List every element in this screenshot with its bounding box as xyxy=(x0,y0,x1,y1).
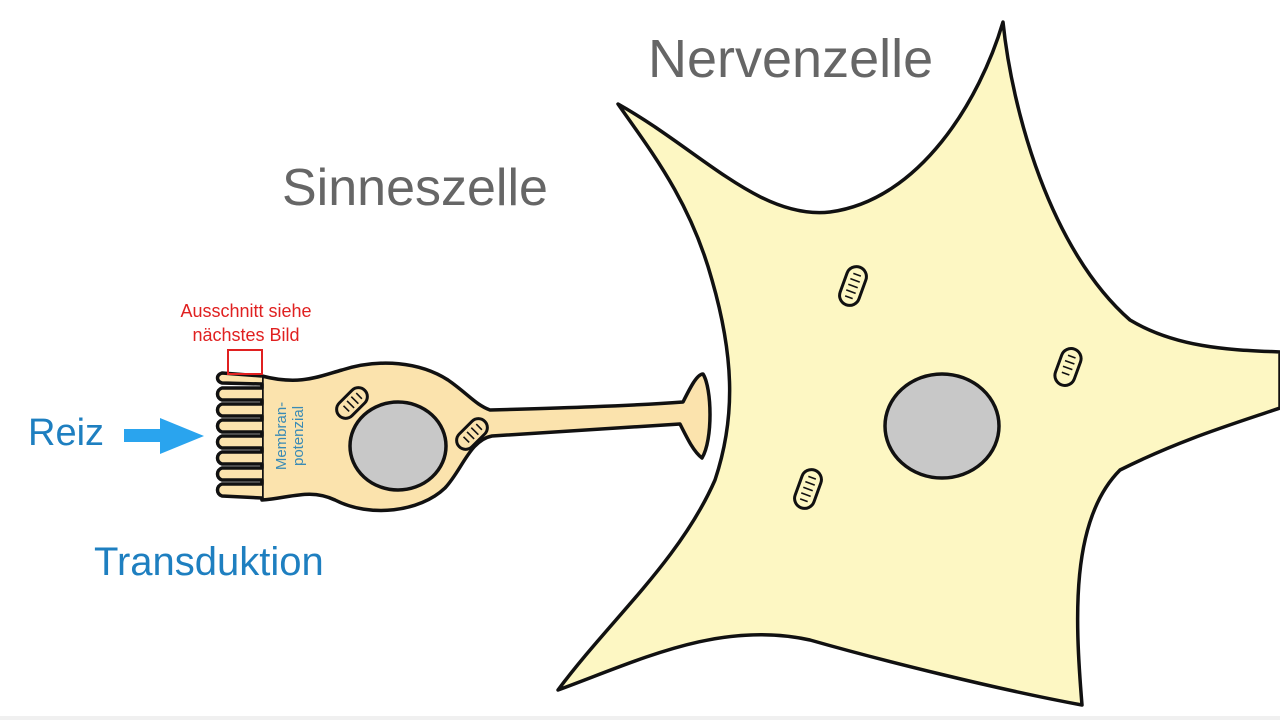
cutout-note-line-1: Ausschnitt siehe xyxy=(180,301,312,321)
sensory-cell-nucleus xyxy=(348,400,448,492)
cutout-note-line-2: nächstes Bild xyxy=(192,325,300,345)
sensory-cell-title: Sinneszelle xyxy=(282,159,548,217)
membrane-label-line-2: potenzial xyxy=(290,405,307,467)
transduction-label: Transduktion xyxy=(94,540,324,584)
cutout-marker xyxy=(227,349,263,375)
sensory-mitochondrion-2 xyxy=(455,417,489,451)
nerve-cell-title: Nervenzelle xyxy=(648,29,934,89)
sensory-mitochondrion-1 xyxy=(335,386,369,420)
membrane-potential-label: Membran- potenzial xyxy=(273,402,307,470)
membrane-label-line-1: Membran- xyxy=(273,401,290,471)
sensory-cell-body xyxy=(260,361,712,513)
nerve-mitochondrion-3 xyxy=(793,468,823,510)
sensory-cell-cilia xyxy=(215,371,264,500)
bottom-strip xyxy=(0,716,1280,720)
nerve-cell-nucleus xyxy=(883,372,1001,480)
nerve-mitochondrion-1 xyxy=(838,265,868,307)
cutout-note: Ausschnitt siehe nächstes Bild xyxy=(161,299,331,347)
nerve-mitochondrion-2 xyxy=(1053,347,1083,387)
arrow-right-icon xyxy=(124,418,204,454)
stimulus-label: Reiz xyxy=(28,412,105,454)
nerve-cell-body xyxy=(556,20,1280,707)
